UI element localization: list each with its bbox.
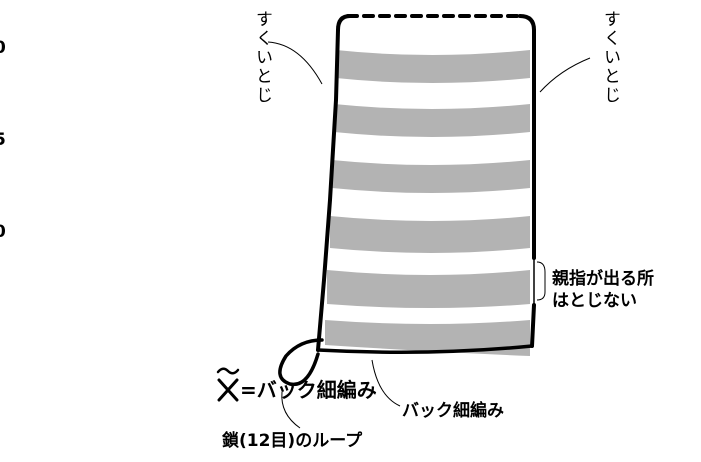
side-number-2: 5 [0,130,6,150]
stripe-1 [336,50,530,83]
chain-loop [278,338,324,387]
right-side-edge-lower [530,303,536,348]
sukui-label-right: すくいとじ [600,10,620,105]
leader-back-crochet [371,359,401,407]
mitten-outline [278,14,536,387]
leader-sukui-left [267,41,323,85]
thumb-opening-label-line2: はとじない [552,291,637,311]
top-right-corner [518,14,536,32]
top-left-corner [336,14,352,32]
leader-chain-loop [281,391,301,429]
sukui-label-left: すくいとじ [252,10,272,105]
left-side-edge [316,28,340,352]
thumb-opening-label: 親指が出る所 はとじない [552,268,654,312]
leader-sukui-right [539,57,591,93]
stripe-bands [325,50,530,356]
stripe-6 [325,320,530,356]
legend-text: =バック細編み [240,378,377,402]
side-number-1: 0 [0,38,6,58]
chain-loop-label: 鎖(12目)のループ [222,431,363,451]
stripe-2 [334,104,530,137]
leader-lines [267,41,591,429]
thumb-opening-label-line1: 親指が出る所 [552,269,654,289]
stripe-5 [327,270,530,308]
side-number-3: 0 [0,222,6,242]
stripe-3 [332,160,530,193]
bottom-back-crochet-edge [316,344,534,354]
back-crochet-label: バック細編み [402,401,504,421]
leader-thumb-bracket [536,261,546,301]
legend-symbol-icon [216,367,240,402]
stripe-4 [330,216,530,253]
